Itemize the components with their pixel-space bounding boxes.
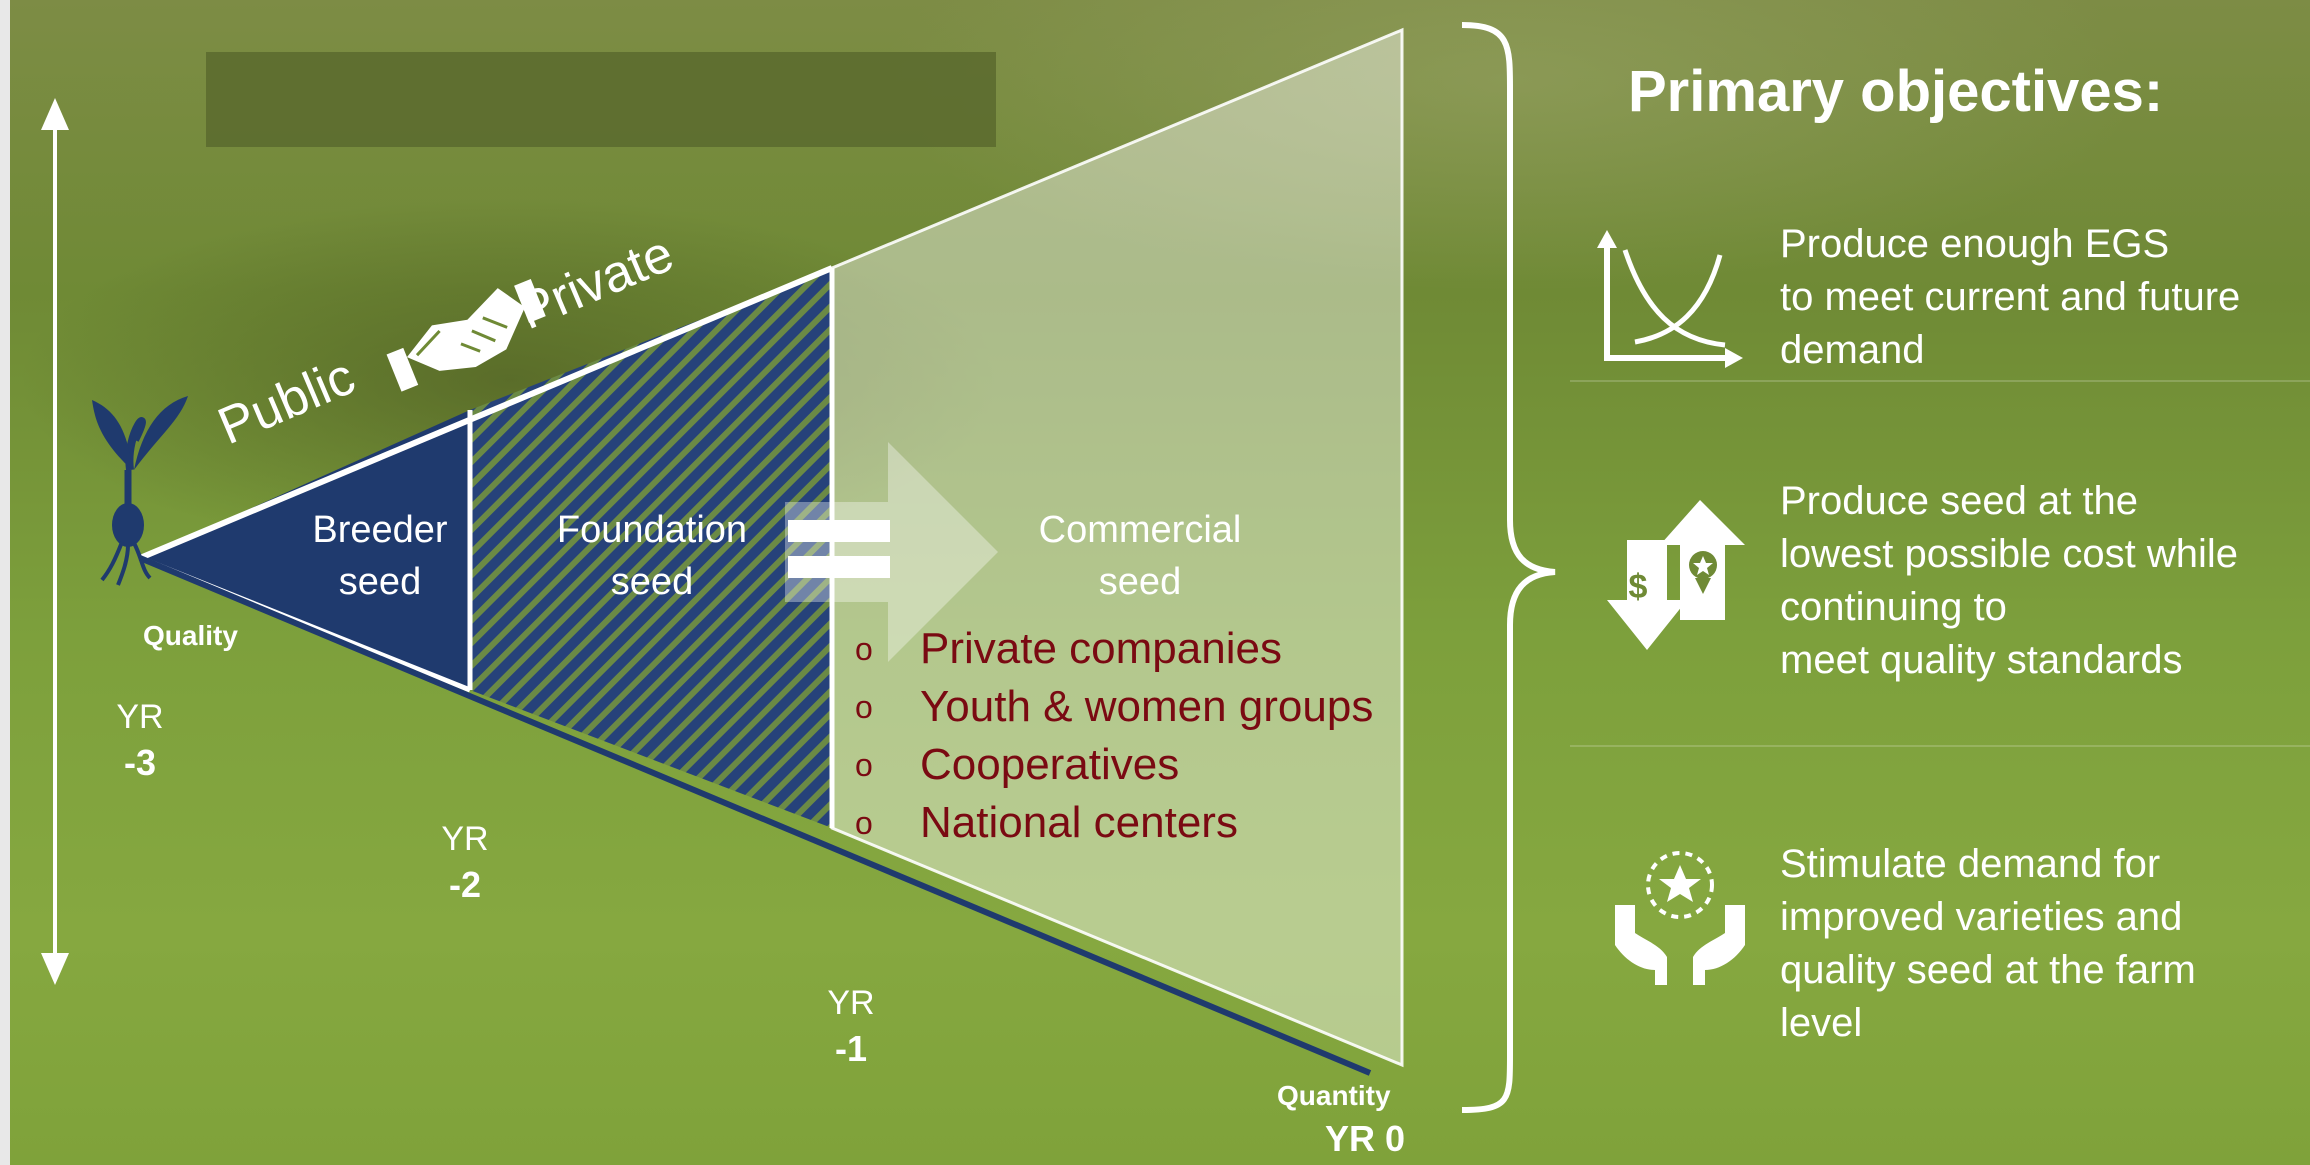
year-minus-2: YR -2 — [441, 820, 489, 905]
divider — [1570, 745, 2310, 747]
title-bar — [206, 52, 996, 147]
quality-label: Quality — [143, 620, 238, 651]
flow-arrow — [785, 442, 998, 662]
year-minus-1: YR -1 — [827, 984, 875, 1069]
objectives-title: Primary objectives: — [1628, 59, 2164, 124]
divider — [1570, 380, 2310, 382]
commercial-seed-label: Commercial seed — [1038, 509, 1242, 603]
seedling-icon — [92, 396, 188, 586]
quantity-line — [138, 555, 1372, 1076]
svg-text:$: $ — [1629, 568, 1648, 606]
objective-text-3: Stimulate demand for improved varieties … — [1780, 842, 2196, 1045]
foundation-seed-region — [470, 268, 832, 828]
cost-quality-arrows-icon: $ — [1607, 500, 1745, 650]
supply-demand-chart-icon — [1597, 230, 1743, 368]
quantity-label: Quantity — [1277, 1080, 1391, 1111]
top-edge — [138, 265, 834, 561]
private-label: Private — [510, 224, 682, 341]
year-0: YR 0 — [1325, 1118, 1406, 1159]
seed-pyramid-diagram: Public Private — [41, 22, 1556, 1113]
objectives-brace — [1461, 22, 1556, 1113]
hands-star-icon — [1615, 851, 1745, 985]
equals-bar-top — [788, 520, 890, 542]
objective-text-2: Produce seed at the lowest possible cost… — [1780, 479, 2238, 682]
commercial-seed-region — [832, 30, 1402, 1065]
quality-axis-arrow — [41, 98, 69, 985]
breeder-seed-label: Breeder seed — [312, 509, 448, 603]
year-minus-3: YR -3 — [116, 698, 164, 783]
foundation-seed-label: Foundation seed — [556, 509, 748, 603]
slide-canvas: Public Private Breeder seed Foundation s… — [10, 0, 2310, 1165]
objective-text-1: Produce enough EGS to meet current and f… — [1780, 222, 2241, 372]
handshake-icon — [386, 279, 546, 392]
breeder-seed-region — [140, 410, 470, 690]
equals-bar-bottom — [788, 556, 890, 578]
public-label: Public — [210, 347, 363, 456]
